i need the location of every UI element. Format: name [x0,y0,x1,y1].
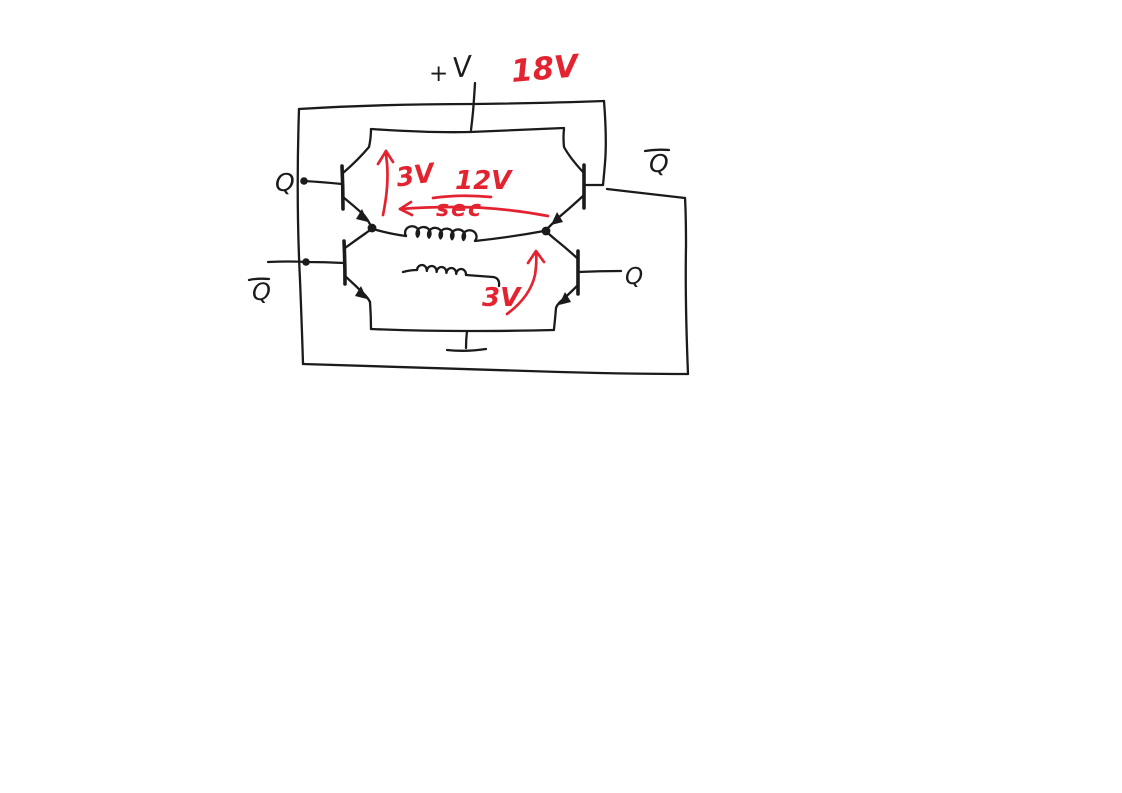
secondary-voltage-label: 12V [455,166,513,196]
tap-dot-top-left [300,177,308,185]
ground-symbol [445,329,488,352]
transistor-mid-left-emitter-riser [368,300,373,331]
coil-loops [403,225,478,242]
base-label-mid-left: Q [252,278,271,306]
node-dot-left [367,223,377,233]
curved-arrow-head [526,249,546,265]
junction-dots [300,177,551,266]
base-label-top-left: Q [275,168,295,197]
transistor-mid-right-emitter-riser [552,306,558,331]
base-label-top-right-overline [643,148,671,153]
wire-inner-top [369,126,566,134]
ground-bar [445,347,488,352]
transistor-top-right-emitter-arrow [551,212,563,225]
supply-plus-label: + [429,61,448,87]
transistor-top-right-collector [562,127,585,174]
red-labels: 18V 3V 12V sec 3V [394,48,582,313]
transistor-mid-right-emitter-arrow [559,292,571,305]
wire-outer-right [683,196,690,376]
curved-arrow-shaft [505,250,538,316]
wire-right-base-drop [601,99,607,187]
transistor-top-right [546,127,605,230]
transistor-top-left-emitter-arrow [356,209,368,222]
base-label-mid-right: Q [625,264,643,290]
coil-lead-in [371,227,408,238]
base-label-top-right: Q [649,149,669,178]
sec-overline [431,194,493,200]
supply-voltage-label: 18V [510,48,583,90]
wire-outer-bottom [301,362,690,376]
coil-lead-out [473,229,546,243]
wire-qbar-feed [605,187,687,200]
transistor-top-left-bar [340,164,345,211]
transistor-mid-right-emitter [554,284,579,310]
left-arrow-head [398,200,414,217]
secondary-tail [464,273,495,279]
wire-inner-bottom [369,327,556,333]
annotation-arrows [376,149,550,316]
secondary-hook [491,275,501,288]
transistor-mid-left [266,227,374,331]
up-arrow-shaft [381,149,389,217]
secondary-humps [415,263,468,277]
left-branch-voltage-label: 3V [394,158,438,193]
transistor-mid-right-base [576,269,623,274]
transistor-mid-left-emitter-arrow [355,286,367,299]
node-dot-right [541,226,551,236]
transistor-mid-right-collector [546,231,579,260]
wire-supply-drop [469,81,477,132]
transistor-top-left-base [302,179,344,186]
transistor-mid-left-collector [343,227,374,250]
wire-outer-left [296,107,305,366]
secondary-lead [401,268,419,274]
tap-dot-mid-left [302,258,310,266]
base-label-mid-left-overline [247,277,271,282]
transistor-top-left [302,127,373,228]
wires [296,81,690,376]
transistor-mid-right [546,231,623,331]
transistor-top-left-collector [341,127,373,175]
ground-stem [464,329,469,350]
inductor-coil [371,225,546,243]
secondary-winding [401,263,501,288]
secondary-name-label: sec [436,197,483,222]
right-node-voltage-label: 3V [482,283,522,313]
supply-v-label: V [450,49,475,85]
left-arrow-shaft [398,205,550,218]
up-arrow-head [376,149,395,166]
wire-outer-top [297,99,606,111]
